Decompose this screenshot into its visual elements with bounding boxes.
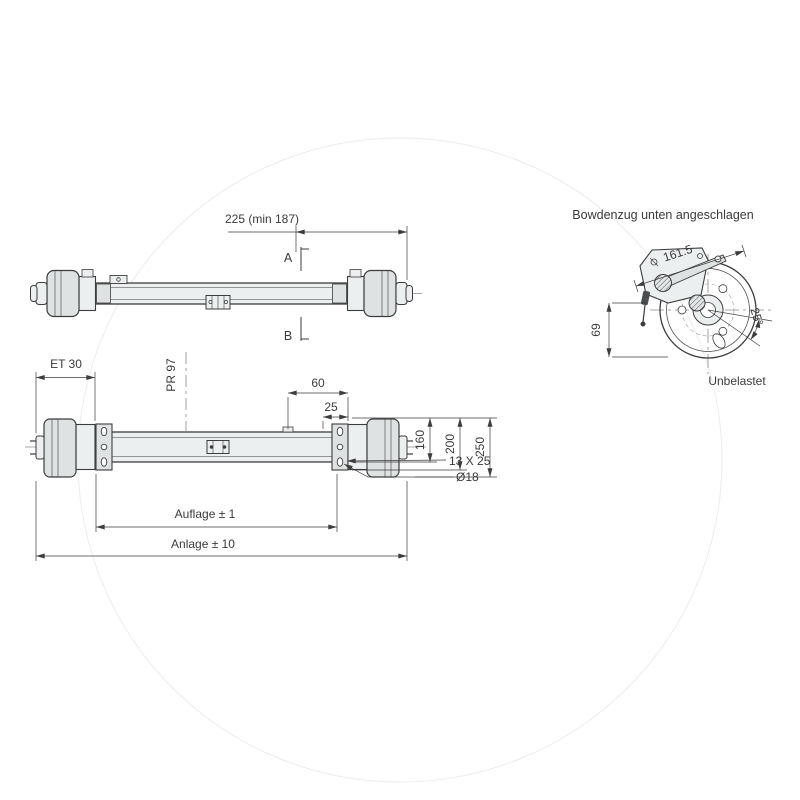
- section-mark-b: B: [284, 317, 309, 343]
- dim-overhang-label: 225 (min 187): [225, 212, 299, 226]
- brake-detail-view: Bowdenzug unten angeschlagen: [572, 208, 773, 388]
- slot-label: 13 X 25: [449, 454, 491, 468]
- angle-25-label: 25°: [747, 306, 766, 328]
- hole-callout: Ø18: [343, 463, 479, 484]
- left-flange-top: [96, 283, 111, 304]
- section-a-label: A: [284, 251, 293, 265]
- left-drum-front: [29, 418, 96, 478]
- left-flange-front: [95, 423, 113, 471]
- pr97-label: PR 97: [164, 358, 178, 392]
- dimension-et30: ET 30: [35, 357, 96, 433]
- dim-69-label: 69: [589, 323, 603, 337]
- center-fitting-front: [206, 440, 230, 454]
- right-drum-top: [346, 268, 414, 318]
- anlage-label: Anlage ± 10: [171, 537, 235, 551]
- detail-caption: Bowdenzug unten angeschlagen: [572, 208, 753, 222]
- hole-label: Ø18: [456, 470, 479, 484]
- right-drum-front: [347, 418, 414, 478]
- auflage-label: Auflage ± 1: [175, 507, 236, 521]
- dimension-auflage: Auflage ± 1: [95, 474, 338, 532]
- et30-label: ET 30: [50, 357, 82, 371]
- dimension-25: 25: [322, 400, 348, 429]
- left-drum-top: [29, 268, 97, 318]
- right-flange-top: [332, 283, 347, 304]
- dimension-60: 60: [287, 376, 349, 429]
- dimension-angle-25: 25°: [707, 306, 773, 347]
- axle-top-view: 225 (min 187) A B: [29, 212, 425, 343]
- dimension-anlage: Anlage ± 10: [35, 481, 408, 561]
- shock-bracket-top: [109, 275, 128, 284]
- dim-160-label: 160: [413, 430, 427, 450]
- axle-front-view: ET 30 PR 97 60 25 160: [25, 352, 497, 561]
- dimension-overhang: 225 (min 187): [225, 212, 408, 280]
- unbelastet-label: Unbelastet: [708, 374, 766, 388]
- section-b-label: B: [284, 329, 292, 343]
- dim-25-label: 25: [324, 400, 338, 414]
- dim-200-label: 200: [443, 434, 457, 454]
- dim-60-label: 60: [311, 376, 325, 390]
- dim-250-label: 250: [473, 437, 487, 457]
- slot-callout: 13 X 25: [346, 454, 491, 468]
- right-flange-front: [331, 423, 349, 471]
- center-fitting-top: [205, 295, 231, 310]
- bowden-cable: [640, 290, 651, 327]
- dimension-69: 69: [589, 302, 668, 358]
- section-mark-a: A: [284, 247, 309, 271]
